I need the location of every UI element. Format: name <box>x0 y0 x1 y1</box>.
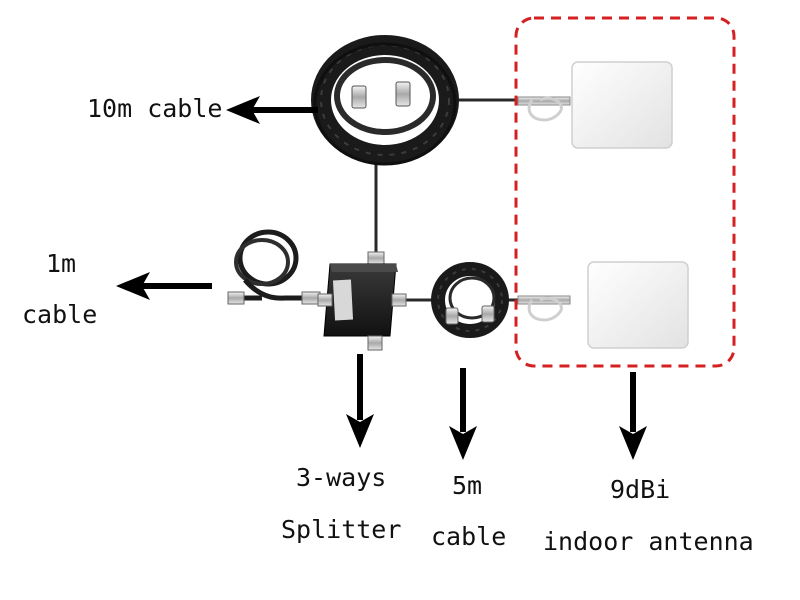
connector-icon <box>227 291 245 305</box>
label-10m-cable: 10m cable <box>87 94 223 123</box>
label-5m-cable-line2: cable <box>431 522 507 551</box>
arrow-left-icon <box>226 96 318 124</box>
connector-icon <box>445 307 459 325</box>
label-splitter-line2: Splitter <box>281 515 402 544</box>
antenna-group-box <box>514 16 736 368</box>
arrow-down-icon <box>346 354 374 448</box>
cable-coil-5m <box>431 262 509 338</box>
label-1m-cable-line1: 1m <box>46 249 77 278</box>
arrow-down-icon <box>619 372 647 460</box>
label-antenna-line2: indoor antenna <box>543 527 754 556</box>
connector-icon <box>301 291 321 305</box>
antenna-top <box>517 61 673 149</box>
panel-antenna-icon <box>571 61 673 149</box>
label-5m-cable-line1: 5m <box>452 471 483 500</box>
panel-antenna-icon <box>587 261 689 349</box>
connector-icon <box>351 85 367 109</box>
label-1m-cable-line2: cable <box>22 300 98 329</box>
cable-coil-1m <box>227 229 321 305</box>
arrow-down-icon <box>449 368 477 460</box>
connector-icon <box>481 305 495 323</box>
arrow-left-icon <box>116 272 212 300</box>
connector-icon <box>395 81 411 107</box>
splitter-device <box>317 251 407 351</box>
label-splitter-line1: 3-ways <box>296 463 387 492</box>
label-antenna-line1: 9dBi <box>610 475 671 504</box>
antenna-bottom <box>517 261 689 349</box>
cable-coil-10m <box>311 35 459 166</box>
